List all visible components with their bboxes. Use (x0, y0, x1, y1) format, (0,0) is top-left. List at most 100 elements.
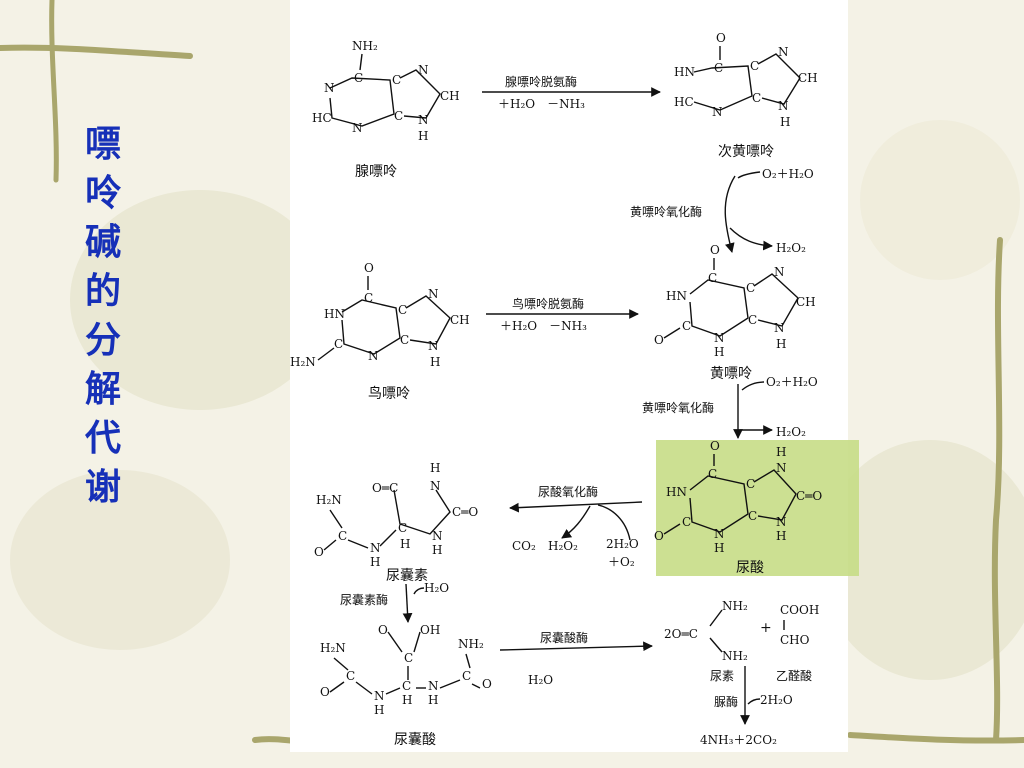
svg-text:O: O (364, 261, 374, 275)
svg-text:H: H (374, 703, 384, 717)
svg-text:N: N (432, 529, 443, 543)
svg-text:H: H (428, 693, 438, 707)
allantoin-label: 尿囊素 (386, 567, 428, 584)
reagent-5-o2: ＋O₂ (608, 555, 635, 569)
svg-text:O: O (320, 685, 330, 699)
svg-text:H: H (776, 445, 786, 459)
svg-text:H: H (370, 555, 380, 569)
svg-text:HN: HN (666, 289, 687, 303)
svg-text:H: H (402, 693, 412, 707)
svg-text:H: H (418, 129, 428, 143)
reagent-2-in: O₂＋H₂O (762, 167, 814, 181)
urea-label: 尿素 (710, 669, 734, 683)
enzyme-allantoinase: 尿囊素酶 (340, 592, 388, 607)
svg-text:C: C (394, 109, 403, 123)
reagent-1: ＋H₂O －NH₃ (498, 97, 585, 111)
reagent-7: H₂O (528, 673, 553, 687)
svg-text:N: N (774, 321, 785, 335)
svg-text:N: N (324, 81, 335, 95)
svg-text:C: C (398, 521, 407, 535)
svg-text:HC: HC (312, 111, 332, 125)
enzyme-xanthine-oxidase-2: 黄嘌呤氧化酶 (642, 400, 714, 415)
enzyme-urease: 脲酶 (714, 694, 738, 709)
reagent-3: ＋H₂O －NH₃ (500, 319, 587, 333)
adenine-label: 腺嘌呤 (355, 164, 397, 180)
allantoic-acid-label: 尿囊酸 (394, 731, 436, 748)
svg-text:N: N (776, 515, 787, 529)
plus-sign: + (760, 620, 772, 636)
svg-text:HN: HN (674, 65, 695, 79)
svg-text:C: C (682, 515, 691, 529)
guanine-structure: O C HN C H₂N N C C N CH N H (290, 261, 470, 369)
xanthine-structure: O C HN C O N H C C N CH N H (654, 243, 816, 359)
svg-text:H: H (776, 529, 786, 543)
svg-text:C: C (708, 271, 717, 285)
svg-text:H: H (780, 115, 790, 129)
svg-text:CH: CH (796, 295, 816, 309)
hypoxanthine-structure: O C HN HC N C C N CH N H (674, 31, 818, 129)
svg-text:H₂N: H₂N (316, 493, 342, 507)
enzyme-guanine-deaminase: 鸟嘌呤脱氨酶 (512, 296, 584, 311)
svg-text:C═O: C═O (452, 505, 478, 519)
svg-text:C: C (682, 319, 691, 333)
reagent-8-out: 4NH₃＋2CO₂ (700, 733, 777, 747)
enzyme-uricase: 尿酸氧化酶 (538, 484, 598, 499)
allantoin-structure: H O═C N H₂N C═O C O C H N H N H (314, 461, 478, 569)
svg-text:C: C (746, 281, 755, 295)
svg-text:O: O (314, 545, 324, 559)
svg-text:H: H (400, 537, 410, 551)
svg-text:HN: HN (324, 307, 345, 321)
diagram-panel (290, 0, 848, 752)
svg-text:O: O (654, 333, 664, 347)
uric-acid-highlight (656, 440, 859, 576)
svg-text:C: C (462, 669, 471, 683)
svg-text:N: N (776, 461, 787, 475)
svg-text:O: O (716, 31, 726, 45)
guanine-label: 鸟嘌呤 (368, 386, 410, 402)
reagent-4-in: O₂＋H₂O (766, 375, 818, 389)
svg-text:C: C (748, 313, 757, 327)
svg-text:C: C (402, 679, 411, 693)
reagent-8-in: 2H₂O (760, 693, 793, 707)
svg-text:C═O: C═O (796, 489, 822, 503)
reagent-2-out: H₂O₂ (776, 241, 806, 255)
svg-text:N: N (712, 105, 723, 119)
svg-text:N: N (428, 339, 439, 353)
svg-text:O: O (654, 529, 664, 543)
urea-coefficient: 2O═C (664, 627, 698, 641)
enzyme-xanthine-oxidase-1: 黄嘌呤氧化酶 (630, 204, 702, 219)
arrow-allantoin-to-allantoic-acid (402, 583, 413, 623)
allantoic-acid-structure: O OH C H₂N NH₂ C O C H N H N H C O (320, 623, 492, 717)
svg-text:N: N (778, 45, 789, 59)
svg-text:N: N (418, 63, 429, 77)
svg-text:O: O (378, 623, 388, 637)
svg-text:N: N (428, 287, 439, 301)
svg-text:H: H (432, 543, 442, 557)
glyoxylic-cho: CHO (780, 633, 810, 647)
enzyme-adenine-deaminase: 腺嘌呤脱氨酶 (505, 74, 577, 89)
svg-text:N: N (368, 349, 379, 363)
xanthine-label: 黄嘌呤 (710, 365, 752, 382)
svg-text:H: H (776, 337, 786, 351)
svg-text:N: N (370, 541, 381, 555)
uric-acid-label: 尿酸 (736, 560, 764, 576)
reagent-4-out: H₂O₂ (776, 425, 806, 439)
svg-text:C: C (364, 291, 373, 305)
glyoxylic-acid-structure: COOH CHO (780, 603, 819, 647)
svg-text:H₂N: H₂N (320, 641, 346, 655)
svg-text:C: C (748, 509, 757, 523)
svg-text:H: H (430, 355, 440, 369)
svg-text:C: C (708, 467, 717, 481)
hypoxanthine-label: 次黄嘌呤 (718, 143, 774, 160)
svg-text:NH₂: NH₂ (722, 649, 748, 663)
reagent-5-h2o: 2H₂O (606, 537, 639, 551)
svg-text:O: O (482, 677, 492, 691)
svg-text:C: C (746, 477, 755, 491)
svg-text:N: N (778, 99, 789, 113)
svg-text:O: O (710, 243, 720, 257)
svg-text:C: C (346, 669, 355, 683)
svg-text:H: H (714, 345, 724, 359)
glyoxylic-cooh: COOH (780, 603, 819, 617)
svg-text:NH₂: NH₂ (722, 599, 748, 613)
